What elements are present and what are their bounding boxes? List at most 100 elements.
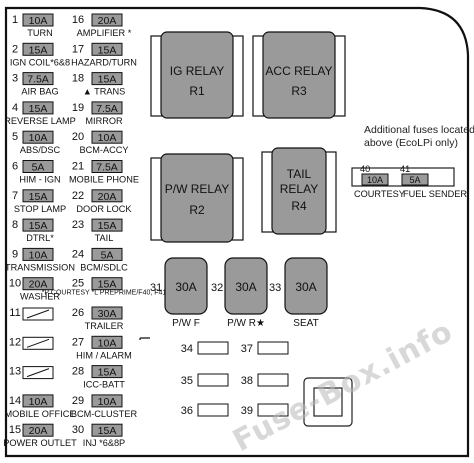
big-fuse-31-number: 31 — [150, 282, 162, 294]
fuse-9-number: 9 — [12, 248, 18, 260]
fuse-40-amp: 10A — [367, 175, 383, 185]
fuse-28-number: 28 — [72, 366, 84, 378]
fuse-41-amp: 5A — [409, 175, 420, 185]
fuse-28-amp: 15A — [98, 367, 117, 379]
fuse-22-amp: 20A — [98, 191, 117, 203]
slot-37: 37 — [241, 341, 289, 355]
slot-39-number: 39 — [241, 405, 253, 417]
slot-36: 36 — [181, 403, 229, 417]
fuse-27-number: 27 — [72, 336, 84, 348]
fuse-7-name: STOP LAMP — [14, 204, 66, 214]
relay-ig-label: IG RELAY — [170, 64, 224, 78]
fuse-8-number: 8 — [12, 219, 18, 231]
fuse-10-number: 10 — [9, 278, 21, 290]
big-fuse-31: 31 30A P/W F — [150, 257, 208, 329]
fuse-26-amp: 30A — [98, 308, 117, 320]
fuse-4-amp: 15A — [29, 103, 48, 115]
fuse-25-name: *P COURTESY *L PREPRIME/F40, F41 — [42, 290, 167, 297]
fuse-11-number: 11 — [9, 307, 20, 319]
fuse-19-name: MIRROR — [85, 116, 123, 126]
slot-35: 35 — [181, 373, 229, 387]
fuse-2-amp: 15A — [29, 44, 48, 56]
fuse-20-name: BCM-ACCY — [79, 145, 128, 155]
fuse-19-amp: 7.5A — [96, 103, 118, 115]
fuse-29-number: 29 — [72, 395, 84, 407]
big-fuse-32-number: 32 — [211, 282, 223, 294]
fuse-15-amp: 20A — [29, 425, 48, 437]
fuse-10-name: WASHER — [20, 292, 60, 302]
note-line-1: Additional fuses located — [364, 124, 474, 136]
fuse-14-amp: 10A — [29, 396, 48, 408]
slot-35-number: 35 — [181, 375, 193, 387]
relay-pw-code: R2 — [189, 203, 205, 217]
relay-tail-label-2: RELAY — [280, 182, 318, 196]
fuse-11: 11 — [9, 307, 54, 321]
lower-corner-bracket — [139, 337, 150, 340]
big-fuse-33-amp: 30A — [295, 280, 316, 294]
slot-38-number: 38 — [241, 375, 253, 387]
fuse-12-number: 12 — [9, 336, 21, 348]
big-fuse-32-amp: 30A — [235, 280, 256, 294]
fuse-6-name: HIM - IGN — [19, 175, 60, 185]
fuse-24-name: BCM/SDLC — [80, 262, 128, 272]
fuse-4-name: REVERSE LAMP — [4, 116, 75, 126]
fuse-29-amp: 10A — [98, 396, 117, 408]
fuse-23-amp: 15A — [98, 220, 117, 232]
fuse-9-name: TRANSMISSION — [5, 262, 75, 272]
fuse-2-name: IGN COIL*6&8 — [10, 57, 70, 67]
fuse-30-amp: 15A — [98, 425, 117, 437]
fuse-18-amp: 15A — [98, 74, 117, 86]
fuse-28-name: ICC-BATT — [83, 380, 125, 390]
fuse-41-name: FUEL SENDER — [403, 189, 467, 199]
fuse-23-name: TAIL — [95, 233, 114, 243]
relay-pw: P/W RELAY R2 — [150, 153, 244, 243]
fuse-17-number: 17 — [72, 43, 84, 55]
fuse-16-number: 16 — [72, 14, 84, 26]
spare-slots: 34 37 35 38 36 39 — [181, 341, 289, 417]
fuse-14-name: MOBILE OFFICE — [5, 409, 76, 419]
fuse-21-name: MOBILE PHONE — [69, 175, 139, 185]
slot-34: 34 — [181, 341, 229, 355]
fuse-1-number: 1 — [12, 14, 18, 26]
fuse-7-amp: 15A — [29, 191, 48, 203]
note-line-2: above (EcoLPi only) — [364, 137, 458, 149]
big-fuse-33-name: SEAT — [293, 318, 318, 329]
relay-tail-code: R4 — [291, 199, 307, 213]
big-fuse-31-amp: 30A — [175, 280, 196, 294]
fuse-14-number: 14 — [9, 395, 21, 407]
relay-acc-code: R3 — [291, 84, 307, 98]
fuse-22-name: DOOR LOCK — [76, 204, 132, 214]
fuse-21-amp: 7.5A — [96, 162, 118, 174]
fuse-6-number: 6 — [12, 161, 18, 173]
fuse-18-name: ▲ TRANS — [83, 87, 126, 97]
relay-tail: TAIL RELAY R4 — [261, 147, 337, 235]
fuse-30-name: INJ *6&8P — [83, 438, 125, 448]
fuse-8-name: DTRL* — [26, 233, 54, 243]
fuse-20-number: 20 — [72, 131, 84, 143]
fuse-26-number: 26 — [72, 307, 84, 319]
fuse-7-number: 7 — [12, 190, 18, 202]
fuse-17-amp: 15A — [98, 44, 117, 56]
fuse-15-name: POWER OUTLET — [3, 438, 77, 448]
big-fuse-32-name: P/W R★ — [227, 318, 265, 329]
fuse-22-number: 22 — [72, 190, 84, 202]
fuse-40-name: COURTESY — [354, 189, 405, 199]
